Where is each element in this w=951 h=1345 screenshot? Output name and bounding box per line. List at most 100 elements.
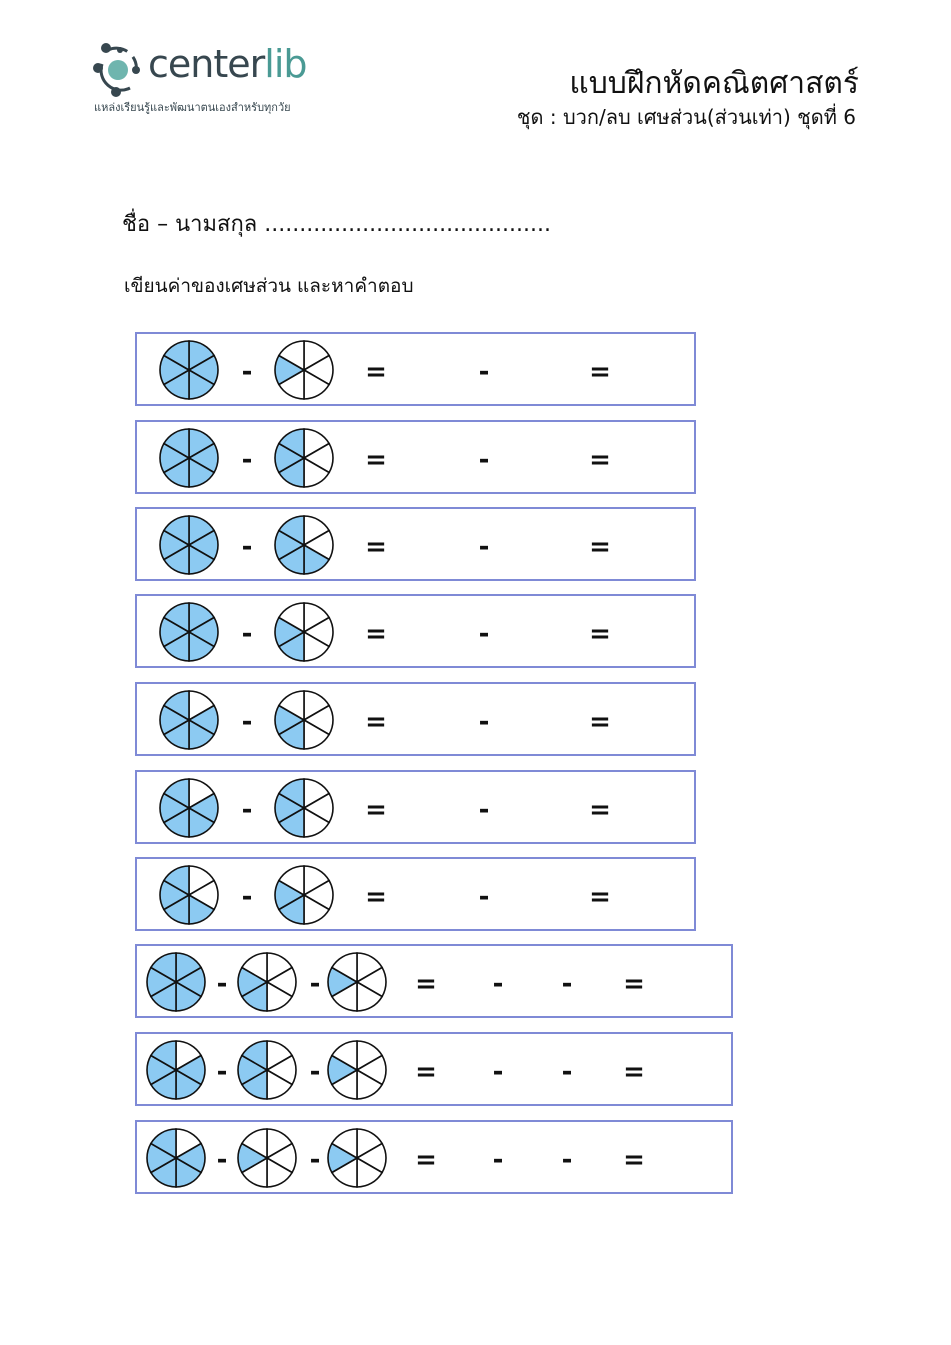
problem-row: -=-=	[135, 682, 696, 756]
logo-icon	[93, 43, 140, 97]
minus-sign: -	[478, 795, 490, 825]
equals-sign: =	[589, 532, 611, 562]
centerlib-logo: centerlib แหล่งเรียนรู้และพัฒนาตนเองสำหร…	[92, 40, 352, 120]
fraction-circle	[159, 428, 219, 488]
equals-sign: =	[589, 445, 611, 475]
fraction-circles	[159, 340, 334, 400]
equals-sign: =	[589, 707, 611, 737]
minus-sign: -	[216, 1057, 228, 1087]
minus-sign: -	[492, 969, 504, 999]
shaded-slice	[277, 778, 305, 810]
minus-sign: -	[478, 532, 490, 562]
problem-row: -=-=	[135, 770, 696, 844]
problem-row: -=-=	[135, 332, 696, 406]
fraction-circle	[146, 1040, 206, 1100]
fraction-circle	[274, 865, 334, 925]
fraction-circle	[274, 340, 334, 400]
equals-sign: =	[365, 795, 387, 825]
minus-sign: -	[492, 1057, 504, 1087]
minus-sign: -	[478, 619, 490, 649]
shaded-slice	[240, 1040, 268, 1072]
logo-wordmark: centerlib	[148, 42, 308, 86]
fraction-circle	[146, 952, 206, 1012]
equals-sign: =	[415, 1145, 437, 1175]
worksheet-subtitle: ชุด : บวก/ลบ เศษส่วน(ส่วนเท่า) ชุดที่ 6	[516, 105, 856, 129]
fraction-circle	[327, 1040, 387, 1100]
minus-sign: -	[561, 1057, 573, 1087]
minus-sign: -	[309, 1145, 321, 1175]
fraction-circle	[274, 690, 334, 750]
fraction-circle	[159, 602, 219, 662]
problem-row: --=--=	[135, 944, 733, 1018]
shaded-slice	[162, 428, 190, 460]
shaded-slice	[162, 778, 190, 810]
minus-sign: -	[309, 969, 321, 999]
equals-sign: =	[589, 619, 611, 649]
fraction-circles	[159, 778, 334, 838]
shaded-slice	[162, 515, 190, 547]
fraction-circle	[159, 340, 219, 400]
empty-slice	[240, 952, 268, 984]
fraction-circle	[237, 952, 297, 1012]
empty-slice	[330, 1128, 358, 1160]
problem-row: --=--=	[135, 1120, 733, 1194]
empty-slice	[277, 690, 305, 722]
fraction-circles	[159, 602, 334, 662]
equals-sign: =	[365, 882, 387, 912]
empty-slice	[330, 1040, 358, 1072]
minus-sign: -	[561, 1145, 573, 1175]
shaded-slice	[149, 952, 177, 984]
problem-row: - = - =	[135, 420, 696, 494]
equals-sign: =	[365, 707, 387, 737]
problem-row: - = - =	[135, 594, 696, 668]
minus-sign: -	[478, 445, 490, 475]
empty-slice	[330, 952, 358, 984]
fraction-circles	[159, 428, 334, 488]
equals-sign: =	[623, 969, 645, 999]
empty-slice	[277, 602, 305, 634]
shaded-slice	[162, 690, 190, 722]
fraction-circles	[159, 690, 334, 750]
fraction-circle	[274, 515, 334, 575]
minus-sign: -	[309, 1057, 321, 1087]
problem-row: --=--=	[135, 1032, 733, 1106]
equals-sign: =	[589, 882, 611, 912]
name-line[interactable]: ชื่อ – นามสกุล .........................…	[122, 212, 551, 237]
minus-sign: -	[241, 882, 253, 912]
equals-sign: =	[415, 1057, 437, 1087]
problem-row: - = - =	[135, 507, 696, 581]
fraction-circle	[237, 1128, 297, 1188]
minus-sign: -	[241, 619, 253, 649]
equals-sign: =	[589, 357, 611, 387]
shaded-slice	[277, 428, 305, 460]
minus-sign: -	[241, 445, 253, 475]
equals-sign: =	[365, 619, 387, 649]
shaded-slice	[162, 865, 190, 897]
minus-sign: -	[561, 969, 573, 999]
minus-sign: -	[241, 707, 253, 737]
fraction-circle	[159, 778, 219, 838]
minus-sign: -	[492, 1145, 504, 1175]
empty-slice	[277, 865, 305, 897]
shaded-slice	[162, 602, 190, 634]
instruction: เขียนค่าของเศษส่วน และหาคำตอบ	[124, 275, 414, 297]
logo-tagline: แหล่งเรียนรู้และพัฒนาตนเองสำหรับทุกวัย	[94, 101, 291, 114]
fraction-circle	[274, 428, 334, 488]
equals-sign: =	[365, 445, 387, 475]
fraction-circle	[159, 690, 219, 750]
fraction-circle	[146, 1128, 206, 1188]
equals-sign: =	[365, 357, 387, 387]
worksheet-title: แบบฝึกหัดคณิตศาสตร์	[569, 66, 859, 101]
fraction-circles	[159, 865, 334, 925]
equals-sign: =	[415, 969, 437, 999]
problem-row: -=-=	[135, 857, 696, 931]
minus-sign: -	[241, 532, 253, 562]
empty-slice	[240, 1128, 268, 1160]
minus-sign: -	[241, 795, 253, 825]
fraction-circle	[159, 515, 219, 575]
minus-sign: -	[216, 1145, 228, 1175]
equals-sign: =	[365, 532, 387, 562]
fraction-circle	[237, 1040, 297, 1100]
shaded-slice	[277, 515, 305, 547]
